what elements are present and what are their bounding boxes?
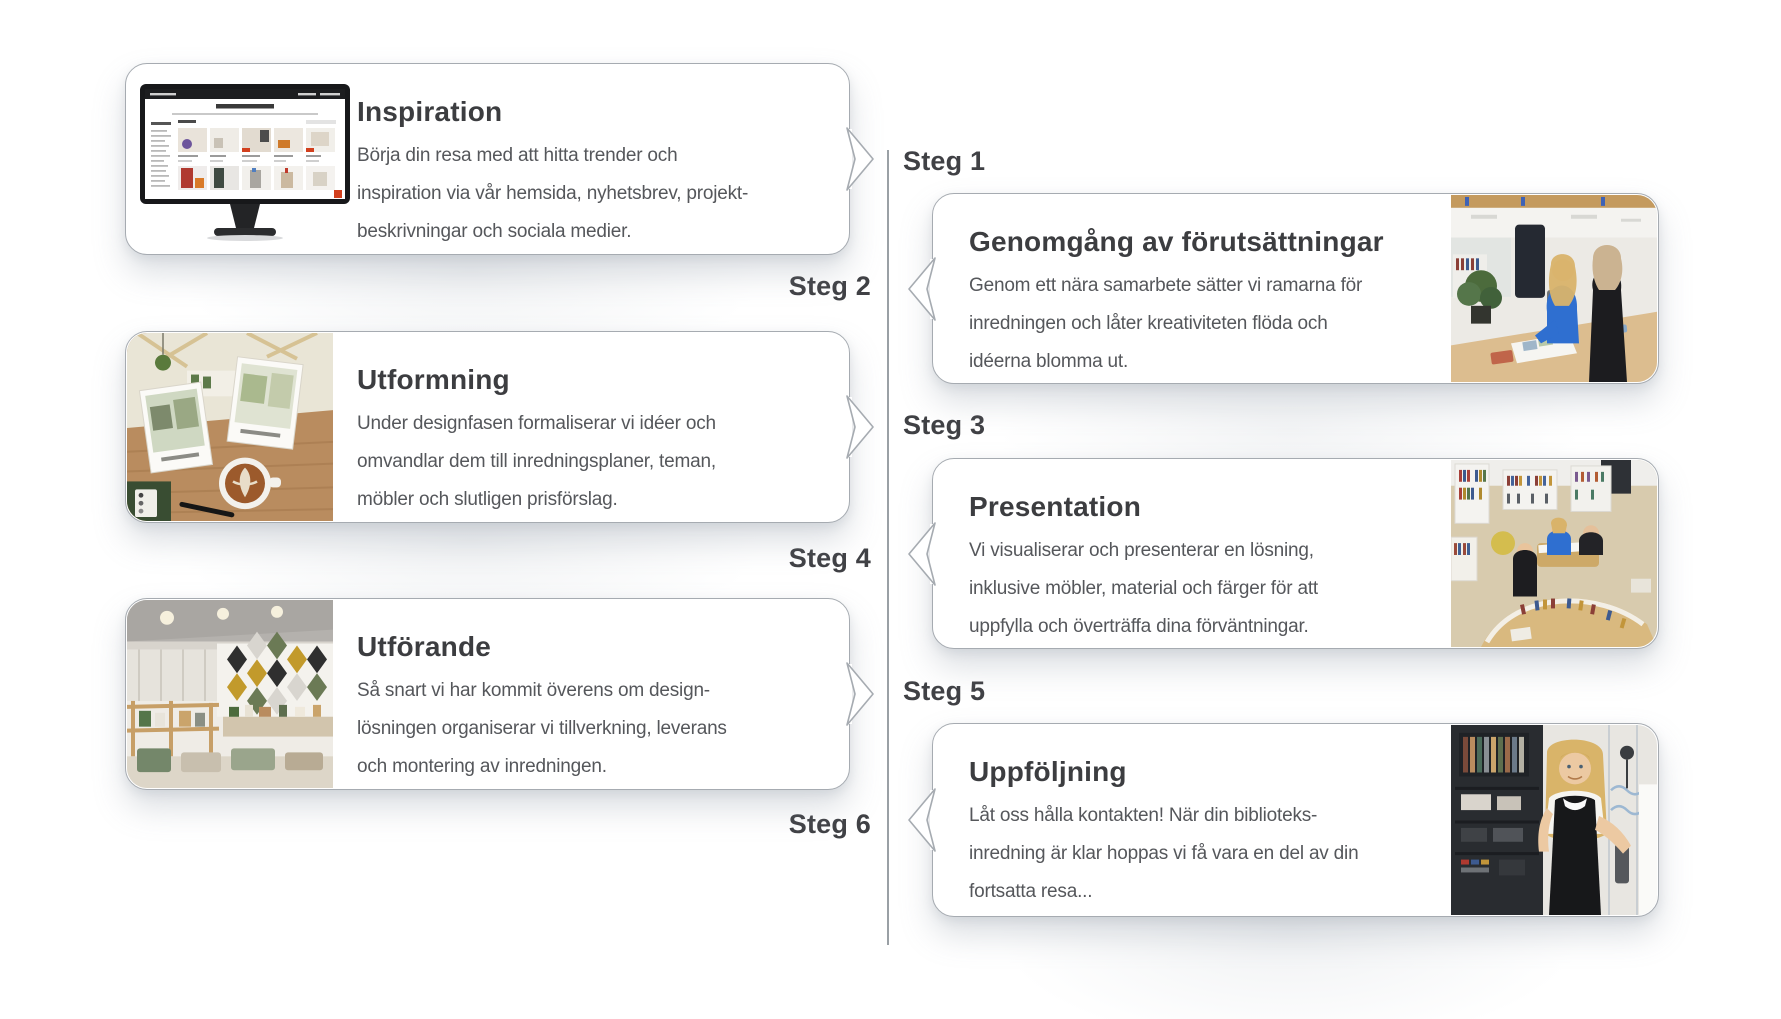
step-label-2: Steg 2 — [788, 271, 871, 301]
tail-left-icon — [908, 788, 936, 852]
design-collage-with-coffee-photo — [127, 333, 333, 521]
designer-portrait-photo — [1451, 725, 1657, 915]
step-label-1: Steg 1 — [903, 146, 986, 176]
tail-right-icon — [846, 127, 874, 191]
card-step-6-uppfoljning: Uppföljning Låt oss hålla kontakten! När… — [908, 723, 1659, 917]
two-women-reviewing-plans-photo — [1451, 195, 1657, 382]
card-body: Låt oss hålla kontakten! När din bibliot… — [969, 805, 1359, 902]
library-interior-overview-photo — [1451, 460, 1657, 647]
tail-left-icon — [908, 521, 936, 586]
card-title: Inspiration — [357, 96, 503, 127]
card-title: Genomgång av förutsättningar — [969, 226, 1384, 257]
card-step-4-presentation: Presentation Vi visualiserar och present… — [908, 458, 1659, 649]
card-title: Utförande — [357, 631, 492, 662]
tail-right-icon — [846, 662, 874, 726]
card-step-3-utformning: Utformning Under designfasen formalisera… — [125, 331, 874, 523]
card-step-5-utforande: Utförande Så snart vi har kommit överens… — [125, 598, 874, 790]
card-title: Uppföljning — [969, 756, 1127, 787]
card-body: Under designfasen formaliserar vi idéer … — [357, 413, 716, 510]
card-body: Genom ett nära samarbete sätter vi ramar… — [969, 275, 1363, 372]
card-body: Så snart vi har kommit överens om design… — [357, 680, 727, 777]
card-step-2-genomgang: Genomgång av förutsättningar Genom ett n… — [908, 193, 1659, 384]
card-body: Börja din resa med att hitta trender och… — [357, 145, 749, 242]
timeline-line — [887, 150, 889, 945]
card-step-1-inspiration: Inspiration Börja din resa med att hitta… — [125, 63, 874, 255]
step-label-3: Steg 3 — [903, 410, 986, 440]
step-label-6: Steg 6 — [788, 809, 871, 839]
tail-left-icon — [908, 256, 936, 321]
monitor-webshop-screenshot — [140, 84, 350, 241]
step-label-4: Steg 4 — [788, 543, 871, 573]
step-label-5: Steg 5 — [903, 676, 986, 706]
card-title: Presentation — [969, 491, 1141, 522]
tail-right-icon — [846, 395, 874, 459]
showroom-photo — [127, 600, 333, 788]
card-title: Utformning — [357, 364, 510, 395]
card-body: Vi visualiserar och presenterar en lösni… — [969, 540, 1318, 637]
